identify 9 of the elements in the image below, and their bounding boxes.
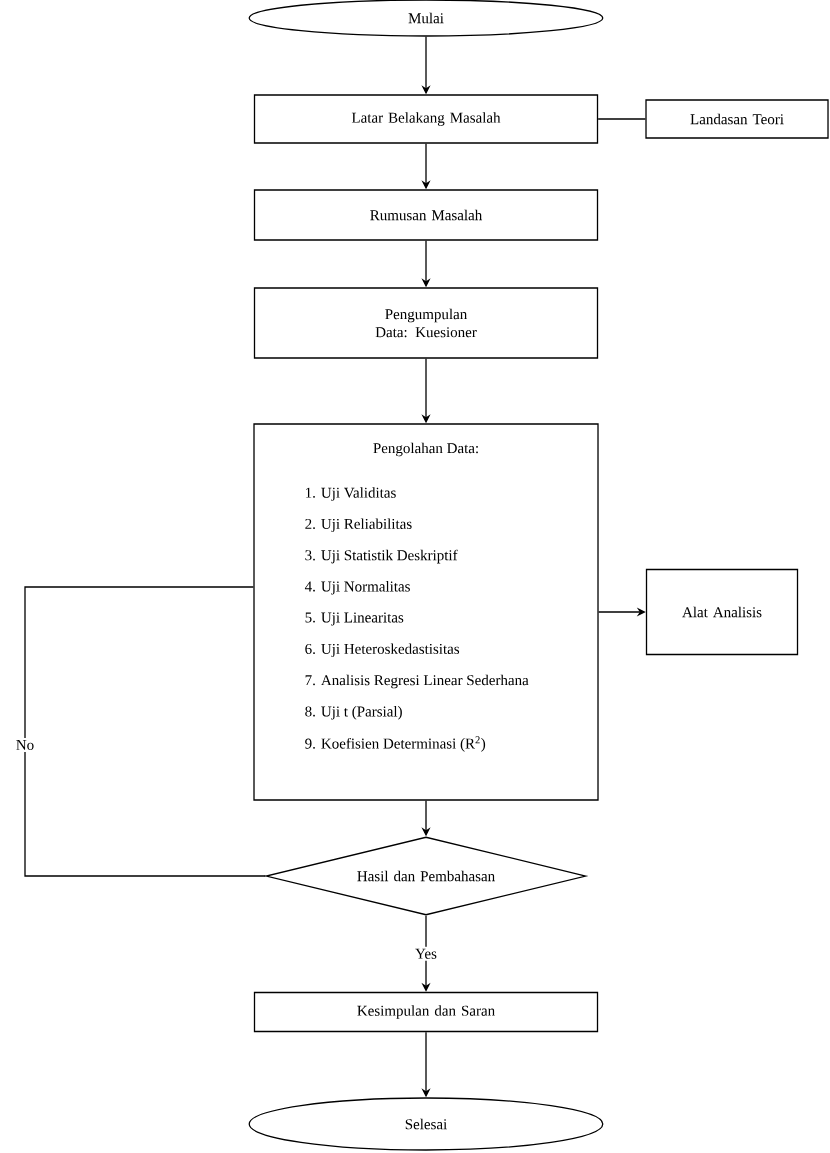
process-box: Kesimpulan dan Saran [253, 991, 599, 1033]
process-box: Pengolahan Data: 1. Uji Validitas 2. Uji Reliabilitas 3. Uji Statistik Deskriptif 4. Uji Normalitas 5. Uji Linearitas 6. Uji Heteroskedastisitas 7. Analisis Regresi Linear Sederhana 8. Uji t (Parsial) 9. Koefisien Determinasi (R$^{2}$) [253, 423, 599, 801]
process-box: Pengumpulan Data: Kuesioner [253, 287, 599, 359]
process-box: Latar Belakang Masalah [253, 94, 599, 144]
process-box: Landasan Teori [645, 99, 829, 139]
process-box: Rumusan Masalah [253, 189, 599, 241]
process-box: Alat Analisis [645, 568, 799, 656]
edge-label: No [13, 738, 37, 752]
edge-label: Yes [413, 946, 439, 961]
